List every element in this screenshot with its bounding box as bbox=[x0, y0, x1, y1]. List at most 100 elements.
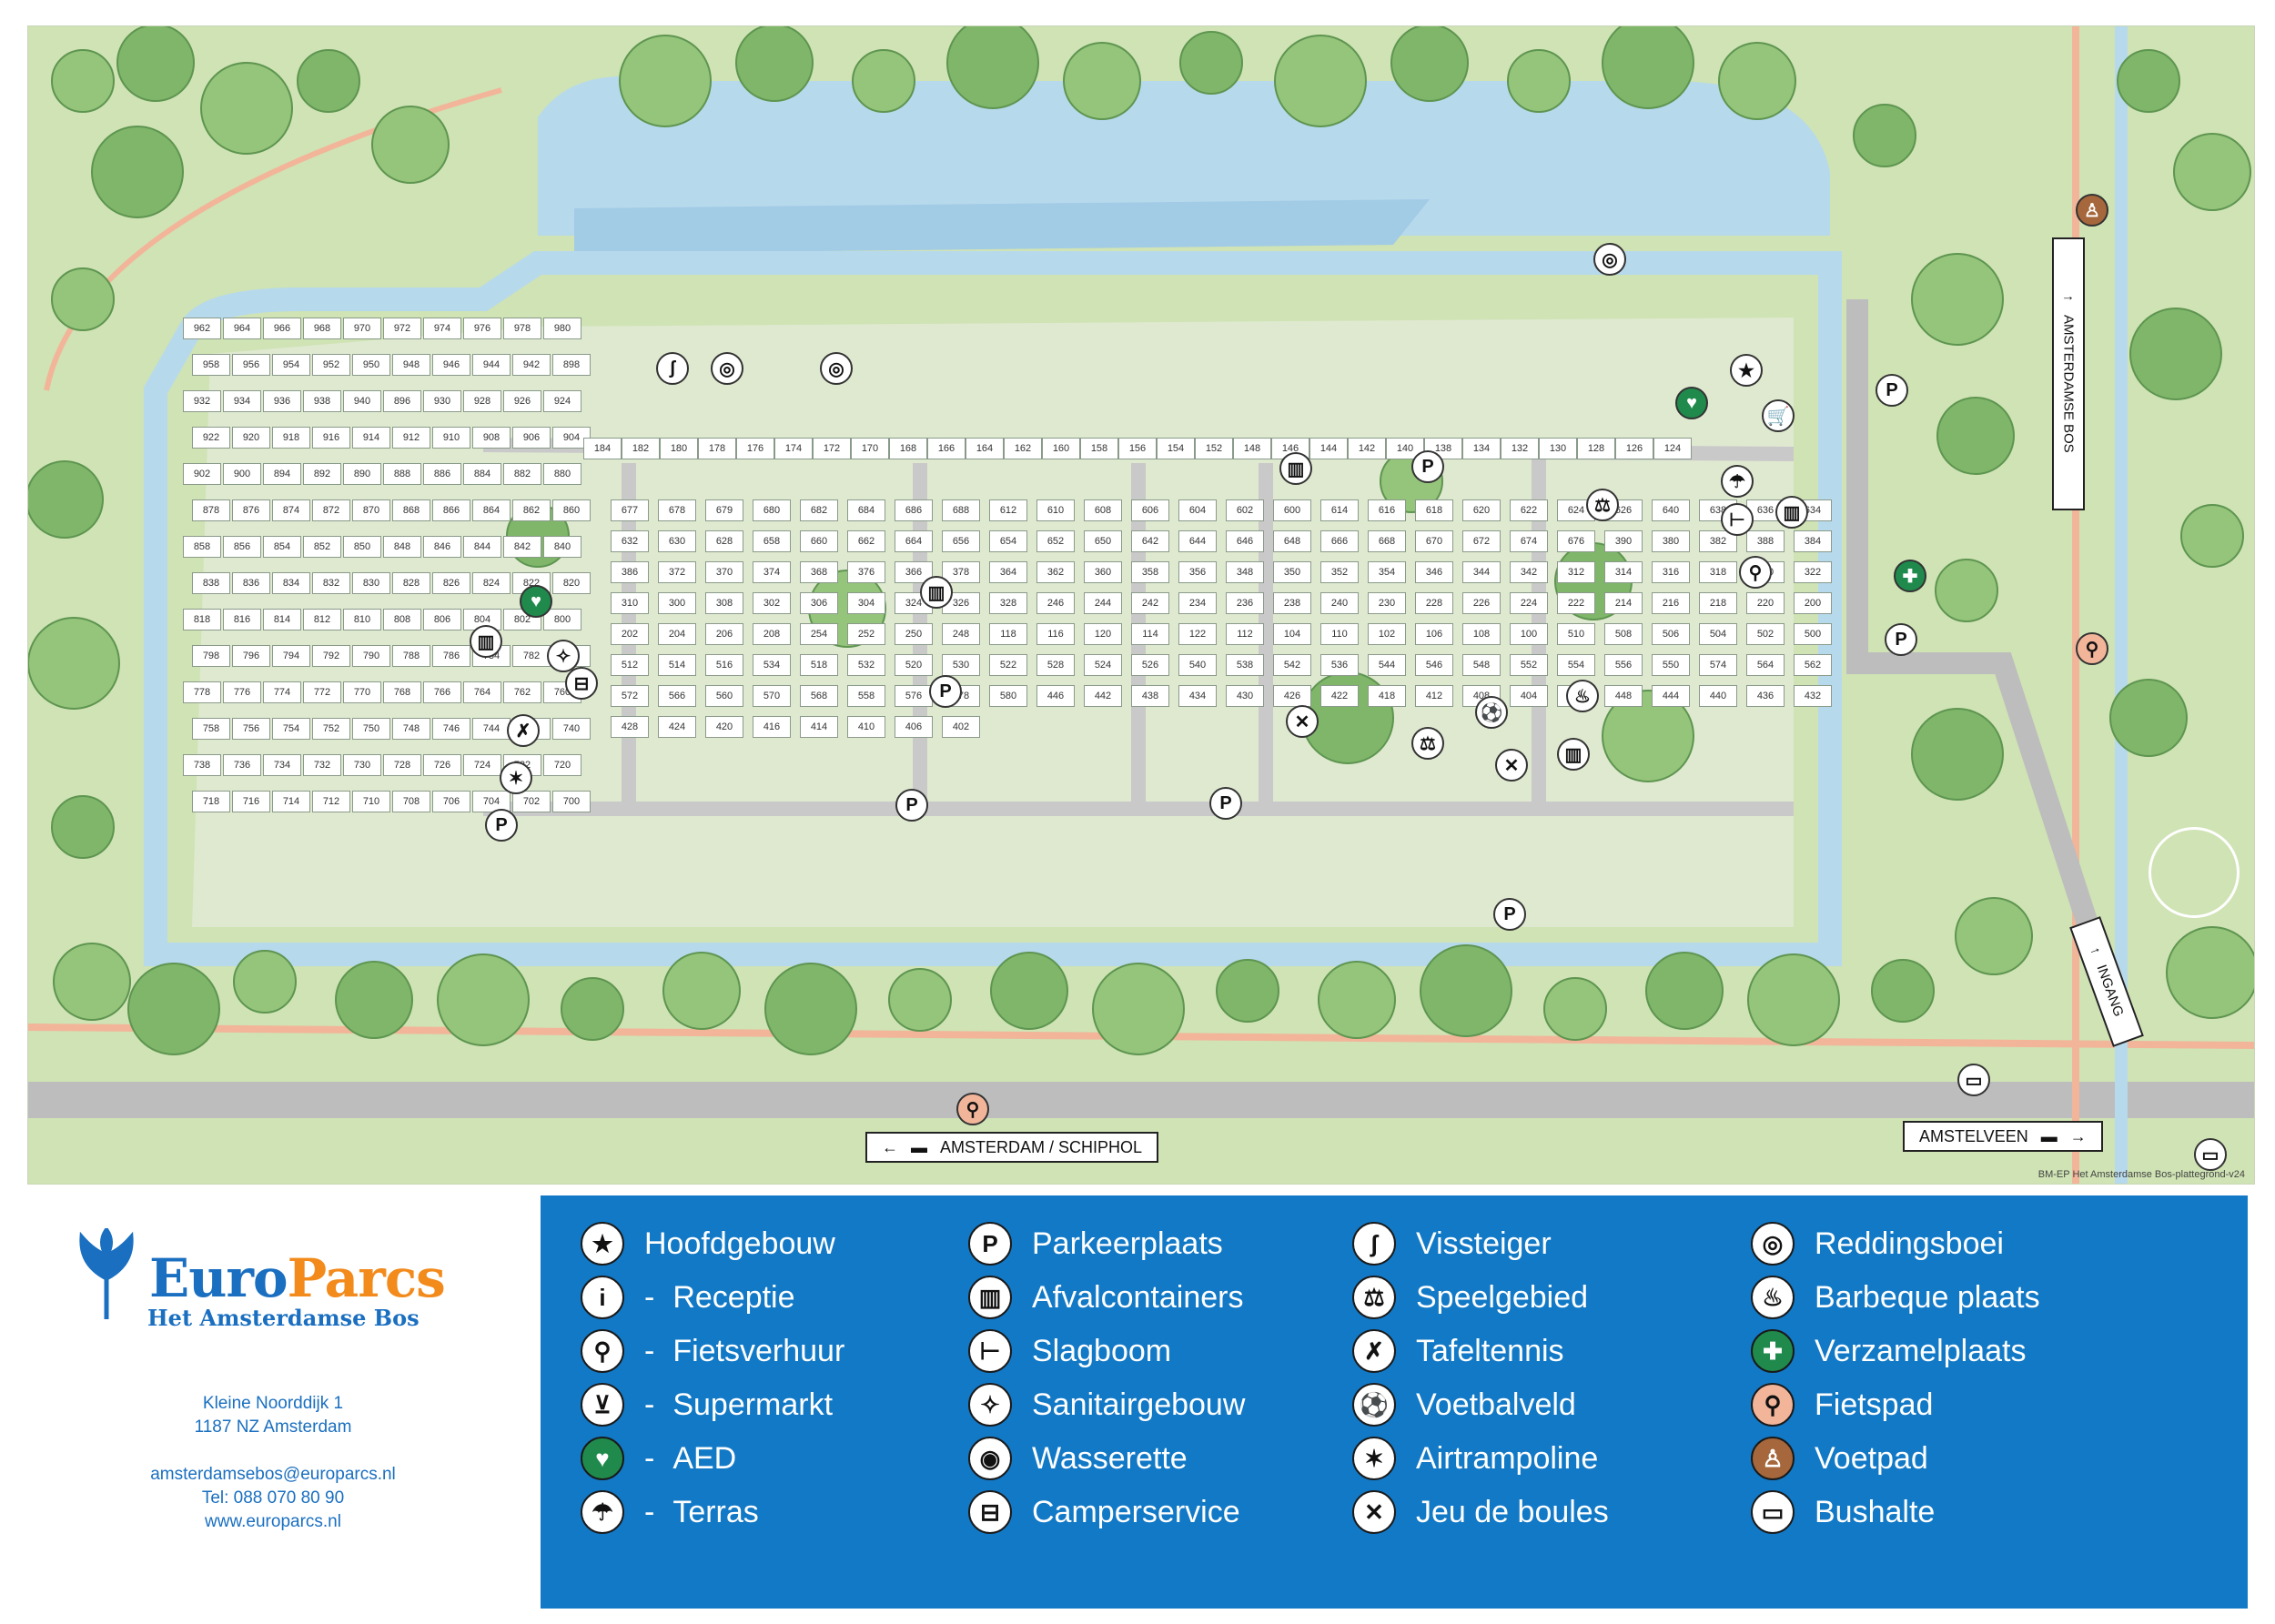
lot-180[interactable]: 180 bbox=[660, 438, 698, 459]
lot-756[interactable]: 756 bbox=[232, 718, 270, 740]
lot-300[interactable]: 300 bbox=[658, 592, 696, 614]
lot-558[interactable]: 558 bbox=[847, 685, 885, 707]
lot-312[interactable]: 312 bbox=[1557, 561, 1595, 583]
lot-538[interactable]: 538 bbox=[1226, 654, 1264, 676]
lot-812[interactable]: 812 bbox=[303, 609, 341, 630]
lot-928[interactable]: 928 bbox=[463, 390, 501, 412]
lot-230[interactable]: 230 bbox=[1368, 592, 1406, 614]
lot-536[interactable]: 536 bbox=[1320, 654, 1359, 676]
lot-652[interactable]: 652 bbox=[1036, 530, 1075, 552]
lot-562[interactable]: 562 bbox=[1794, 654, 1832, 676]
lot-234[interactable]: 234 bbox=[1178, 592, 1217, 614]
lot-128[interactable]: 128 bbox=[1577, 438, 1615, 459]
lot-508[interactable]: 508 bbox=[1604, 623, 1643, 645]
lot-726[interactable]: 726 bbox=[423, 754, 461, 776]
lot-124[interactable]: 124 bbox=[1653, 438, 1692, 459]
lot-348[interactable]: 348 bbox=[1226, 561, 1264, 583]
lot-828[interactable]: 828 bbox=[392, 572, 430, 594]
lot-884[interactable]: 884 bbox=[463, 463, 501, 485]
lot-208[interactable]: 208 bbox=[753, 623, 791, 645]
lot-402[interactable]: 402 bbox=[942, 716, 980, 738]
lot-236[interactable]: 236 bbox=[1226, 592, 1264, 614]
lot-642[interactable]: 642 bbox=[1131, 530, 1169, 552]
lot-600[interactable]: 600 bbox=[1273, 499, 1311, 521]
lot-768[interactable]: 768 bbox=[383, 681, 421, 703]
lot-778[interactable]: 778 bbox=[183, 681, 221, 703]
lot-686[interactable]: 686 bbox=[895, 499, 933, 521]
lot-762[interactable]: 762 bbox=[503, 681, 541, 703]
lot-206[interactable]: 206 bbox=[705, 623, 743, 645]
lot-974[interactable]: 974 bbox=[423, 318, 461, 339]
lot-674[interactable]: 674 bbox=[1510, 530, 1548, 552]
lot-254[interactable]: 254 bbox=[800, 623, 838, 645]
lot-916[interactable]: 916 bbox=[312, 427, 350, 449]
lot-732[interactable]: 732 bbox=[303, 754, 341, 776]
lot-820[interactable]: 820 bbox=[552, 572, 591, 594]
lot-446[interactable]: 446 bbox=[1036, 685, 1075, 707]
lot-178[interactable]: 178 bbox=[698, 438, 736, 459]
lot-166[interactable]: 166 bbox=[927, 438, 966, 459]
lot-834[interactable]: 834 bbox=[272, 572, 310, 594]
lot-740[interactable]: 740 bbox=[552, 718, 591, 740]
lot-874[interactable]: 874 bbox=[272, 499, 310, 521]
lot-160[interactable]: 160 bbox=[1042, 438, 1080, 459]
lot-168[interactable]: 168 bbox=[889, 438, 927, 459]
lot-754[interactable]: 754 bbox=[272, 718, 310, 740]
lot-224[interactable]: 224 bbox=[1510, 592, 1548, 614]
lot-620[interactable]: 620 bbox=[1462, 499, 1501, 521]
lot-504[interactable]: 504 bbox=[1699, 623, 1737, 645]
lot-952[interactable]: 952 bbox=[312, 354, 350, 376]
lot-184[interactable]: 184 bbox=[583, 438, 622, 459]
lot-548[interactable]: 548 bbox=[1462, 654, 1501, 676]
lot-672[interactable]: 672 bbox=[1462, 530, 1501, 552]
lot-518[interactable]: 518 bbox=[800, 654, 838, 676]
lot-680[interactable]: 680 bbox=[753, 499, 791, 521]
lot-516[interactable]: 516 bbox=[705, 654, 743, 676]
lot-106[interactable]: 106 bbox=[1415, 623, 1453, 645]
lot-130[interactable]: 130 bbox=[1539, 438, 1577, 459]
lot-328[interactable]: 328 bbox=[989, 592, 1027, 614]
lot-248[interactable]: 248 bbox=[942, 623, 980, 645]
lot-306[interactable]: 306 bbox=[800, 592, 838, 614]
lot-940[interactable]: 940 bbox=[343, 390, 381, 412]
lot-204[interactable]: 204 bbox=[658, 623, 696, 645]
lot-712[interactable]: 712 bbox=[312, 791, 350, 812]
lot-748[interactable]: 748 bbox=[392, 718, 430, 740]
lot-662[interactable]: 662 bbox=[847, 530, 885, 552]
lot-202[interactable]: 202 bbox=[611, 623, 649, 645]
lot-938[interactable]: 938 bbox=[303, 390, 341, 412]
lot-930[interactable]: 930 bbox=[423, 390, 461, 412]
lot-568[interactable]: 568 bbox=[800, 685, 838, 707]
lot-679[interactable]: 679 bbox=[705, 499, 743, 521]
lot-866[interactable]: 866 bbox=[432, 499, 470, 521]
lot-118[interactable]: 118 bbox=[989, 623, 1027, 645]
lot-126[interactable]: 126 bbox=[1615, 438, 1653, 459]
lot-720[interactable]: 720 bbox=[543, 754, 581, 776]
lot-500[interactable]: 500 bbox=[1794, 623, 1832, 645]
lot-772[interactable]: 772 bbox=[303, 681, 341, 703]
lot-358[interactable]: 358 bbox=[1131, 561, 1169, 583]
lot-650[interactable]: 650 bbox=[1084, 530, 1122, 552]
lot-806[interactable]: 806 bbox=[423, 609, 461, 630]
lot-968[interactable]: 968 bbox=[303, 318, 341, 339]
lot-152[interactable]: 152 bbox=[1195, 438, 1233, 459]
lot-682[interactable]: 682 bbox=[800, 499, 838, 521]
lot-364[interactable]: 364 bbox=[989, 561, 1027, 583]
lot-564[interactable]: 564 bbox=[1746, 654, 1785, 676]
lot-342[interactable]: 342 bbox=[1510, 561, 1548, 583]
lot-816[interactable]: 816 bbox=[223, 609, 261, 630]
lot-752[interactable]: 752 bbox=[312, 718, 350, 740]
lot-912[interactable]: 912 bbox=[392, 427, 430, 449]
lot-850[interactable]: 850 bbox=[343, 536, 381, 558]
lot-876[interactable]: 876 bbox=[232, 499, 270, 521]
lot-948[interactable]: 948 bbox=[392, 354, 430, 376]
lot-706[interactable]: 706 bbox=[432, 791, 470, 812]
lot-222[interactable]: 222 bbox=[1557, 592, 1595, 614]
lot-790[interactable]: 790 bbox=[352, 645, 390, 667]
lot-304[interactable]: 304 bbox=[847, 592, 885, 614]
lot-714[interactable]: 714 bbox=[272, 791, 310, 812]
lot-758[interactable]: 758 bbox=[192, 718, 230, 740]
lot-660[interactable]: 660 bbox=[800, 530, 838, 552]
lot-736[interactable]: 736 bbox=[223, 754, 261, 776]
